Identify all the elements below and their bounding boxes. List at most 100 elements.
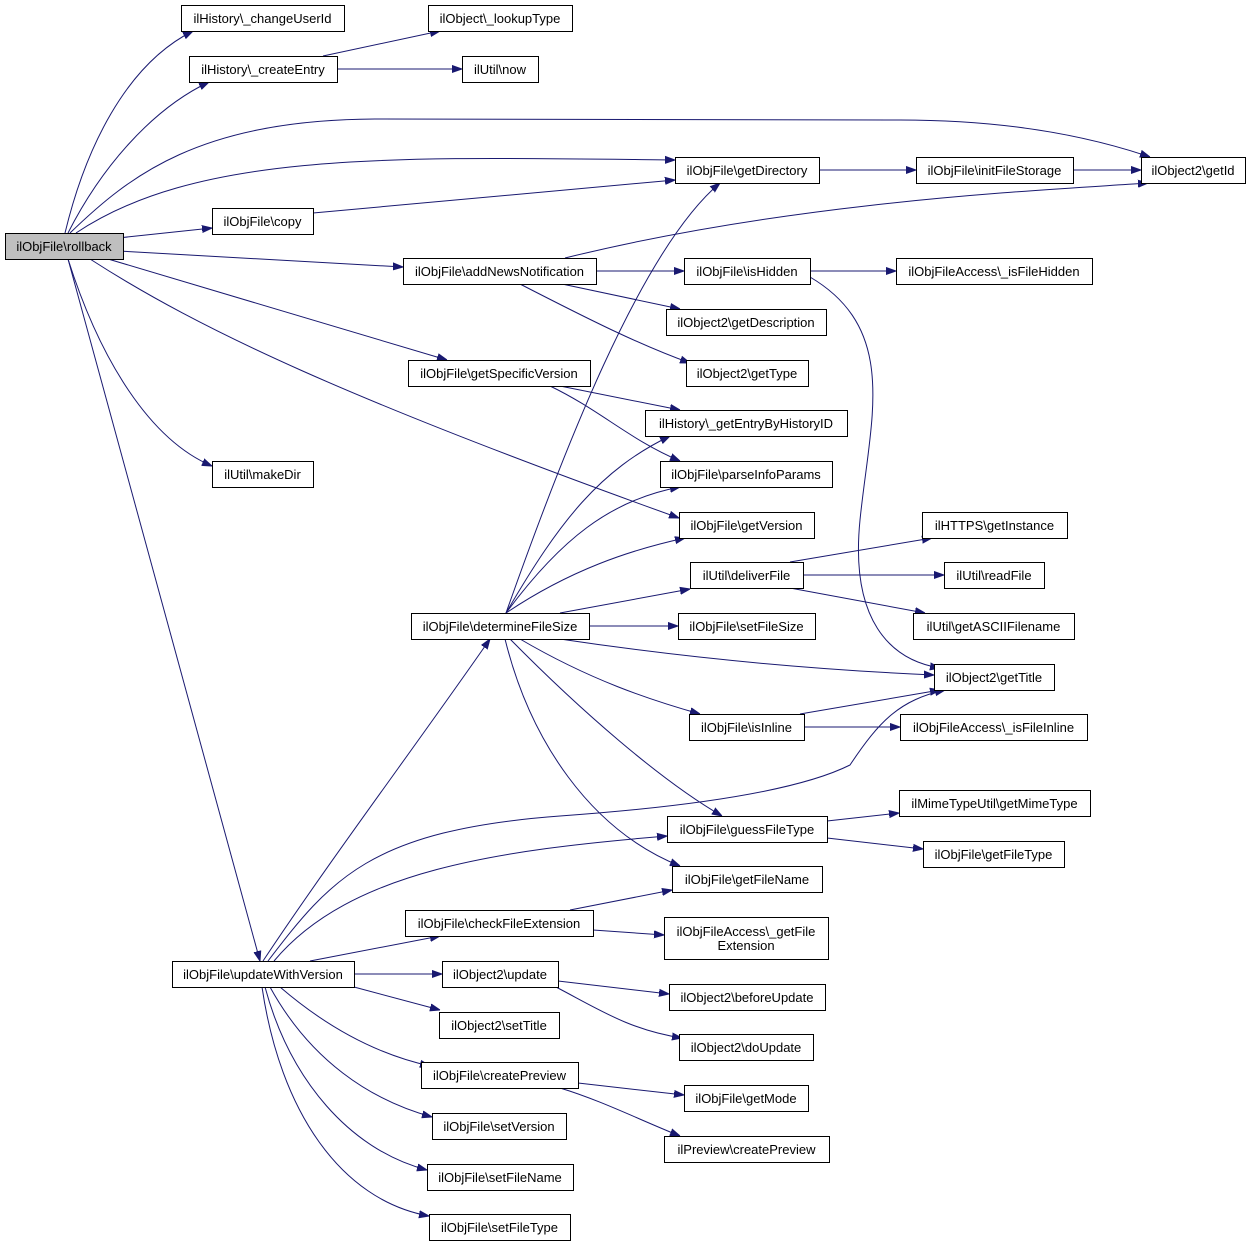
node-createEntry[interactable]: ilHistory\_createEntry (189, 56, 338, 83)
node-determineFileSize[interactable]: ilObjFile\determineFileSize (411, 613, 590, 640)
node-label: ilObjFile\getSpecificVersion (420, 366, 578, 381)
node-label: ilObjFile\getFileName (685, 872, 809, 887)
node-box (212, 461, 314, 488)
node-box (678, 613, 816, 640)
edge-addNewsNotification-to-getId (564, 183, 1148, 259)
node-label: ilObject2\getDescription (677, 315, 814, 330)
node-getMode[interactable]: ilObjFile\getMode (684, 1085, 809, 1112)
edge-updateWithVersion-to-getTitle (267, 690, 945, 962)
node-isFileInline[interactable]: ilObjFileAccess\_isFileInline (900, 714, 1088, 741)
edge-updateWithVersion-to-setFileName (264, 986, 427, 1170)
edge-rollback-to-updateWithVersion (67, 258, 260, 961)
edge-determineFileSize-to-deliverFile (559, 589, 690, 614)
node-createPreview[interactable]: ilObjFile\createPreview (421, 1062, 579, 1089)
node-label: ilObjFile\getVersion (691, 518, 803, 533)
edge-checkFileExtension-to-getFileExtension (592, 929, 664, 935)
node-readFile[interactable]: ilUtil\readFile (944, 562, 1045, 589)
node-box (916, 157, 1074, 184)
node-label: ilObjFile\isInline (701, 720, 792, 735)
node-label: ilObjFile\initFileStorage (928, 163, 1062, 178)
node-box (439, 1012, 560, 1039)
node-getFileType[interactable]: ilObjFile\getFileType (923, 841, 1065, 868)
node-box (922, 512, 1068, 539)
node-box (5, 233, 124, 260)
node-label: ilObjFile\updateWithVersion (183, 967, 343, 982)
node-parseInfoParams[interactable]: ilObjFile\parseInfoParams (660, 461, 833, 488)
node-setVersion[interactable]: ilObjFile\setVersion (432, 1113, 567, 1140)
node-getId[interactable]: ilObject2\getId (1141, 157, 1246, 184)
edge-determineFileSize-to-getTitle (559, 638, 934, 675)
node-setTitle[interactable]: ilObject2\setTitle (439, 1012, 560, 1039)
node-guessFileType[interactable]: ilObjFile\guessFileType (667, 816, 828, 843)
node-getVersion[interactable]: ilObjFile\getVersion (679, 512, 815, 539)
node-getASCIIFilename[interactable]: ilUtil\getASCIIFilename (913, 613, 1075, 640)
edge-determineFileSize-to-guessFileType (509, 638, 722, 816)
node-now[interactable]: ilUtil\now (462, 56, 539, 83)
node-label: ilObject\_lookupType (440, 11, 561, 26)
node-makeDir[interactable]: ilUtil\makeDir (212, 461, 314, 488)
node-getFileName[interactable]: ilObjFile\getFileName (672, 866, 823, 893)
node-setFileType[interactable]: ilObjFile\setFileType (429, 1214, 571, 1241)
node-getDirectory[interactable]: ilObjFile\getDirectory (675, 157, 820, 184)
edge-checkFileExtension-to-getFileName (569, 890, 672, 911)
node-lookupType[interactable]: ilObject\_lookupType (428, 5, 573, 32)
node-getInstance[interactable]: ilHTTPS\getInstance (922, 512, 1068, 539)
node-copy[interactable]: ilObjFile\copy (212, 208, 314, 235)
node-label: ilHTTPS\getInstance (935, 518, 1054, 533)
node-setFileName[interactable]: ilObjFile\setFileName (427, 1164, 574, 1191)
node-isInline[interactable]: ilObjFile\isInline (689, 714, 805, 741)
node-rollback[interactable]: ilObjFile\rollback (5, 233, 124, 260)
node-changeUserId[interactable]: ilHistory\_changeUserId (181, 5, 345, 32)
edge-update-to-beforeUpdate (557, 980, 669, 994)
edge-isHidden-to-getTitle (809, 276, 940, 668)
node-deliverFile[interactable]: ilUtil\deliverFile (690, 562, 804, 589)
edge-createPreview-to-previewCreatePreview (559, 1087, 680, 1136)
node-addNewsNotification[interactable]: ilObjFile\addNewsNotification (403, 258, 597, 285)
node-label: ilObjFile\guessFileType (680, 822, 814, 837)
node-getEntryByHistoryID[interactable]: ilHistory\_getEntryByHistoryID (645, 410, 848, 437)
node-label: ilHistory\_changeUserId (193, 11, 331, 26)
node-setFileSize[interactable]: ilObjFile\setFileSize (678, 613, 816, 640)
node-label: ilObjFileAccess\_isFileInline (913, 720, 1074, 735)
node-label: ilHistory\_getEntryByHistoryID (659, 416, 833, 431)
edge-getSpecificVersion-to-getEntryByHistoryID (559, 385, 680, 410)
edge-deliverFile-to-getASCIIFilename (789, 587, 925, 613)
edges (64, 31, 1150, 1216)
node-update[interactable]: ilObject2\update (442, 961, 559, 988)
node-label: ilUtil\now (474, 62, 527, 77)
edge-rollback-to-makeDir (67, 258, 212, 466)
node-box (432, 1113, 567, 1140)
edge-determineFileSize-to-getDirectory (505, 183, 720, 614)
node-updateWithVersion[interactable]: ilObjFile\updateWithVersion (172, 961, 355, 988)
node-box (899, 790, 1091, 817)
edge-updateWithVersion-to-setVersion (269, 986, 432, 1117)
node-label: ilObject2\getTitle (946, 670, 1042, 685)
node-box (664, 917, 829, 960)
node-getMimeType[interactable]: ilMimeTypeUtil\getMimeType (899, 790, 1091, 817)
node-getDescription[interactable]: ilObject2\getDescription (666, 309, 827, 336)
node-doUpdate[interactable]: ilObject2\doUpdate (679, 1034, 814, 1061)
node-isHidden[interactable]: ilObjFile\isHidden (684, 258, 811, 285)
edge-guessFileType-to-getFileType (826, 837, 923, 849)
edge-guessFileType-to-getMimeType (826, 813, 899, 822)
node-getSpecificVersion[interactable]: ilObjFile\getSpecificVersion (408, 360, 591, 387)
node-label: ilObject2\setTitle (451, 1018, 547, 1033)
node-beforeUpdate[interactable]: ilObject2\beforeUpdate (669, 984, 826, 1011)
node-box (645, 410, 848, 437)
edge-updateWithVersion-to-checkFileExtension (309, 936, 440, 962)
node-box (428, 5, 573, 32)
node-previewCreatePreview[interactable]: ilPreview\createPreview (664, 1136, 830, 1163)
node-box (411, 613, 590, 640)
node-box (442, 961, 559, 988)
node-box (944, 562, 1045, 589)
node-checkFileExtension[interactable]: ilObjFile\checkFileExtension (405, 910, 594, 937)
node-box (172, 961, 355, 988)
edge-getSpecificVersion-to-parseInfoParams (549, 385, 680, 461)
node-isFileHidden[interactable]: ilObjFileAccess\_isFileHidden (896, 258, 1093, 285)
node-label: ilObjFile\addNewsNotification (415, 264, 584, 279)
node-initFileStorage[interactable]: ilObjFile\initFileStorage (916, 157, 1074, 184)
node-getType[interactable]: ilObject2\getType (686, 360, 809, 387)
node-getTitle[interactable]: ilObject2\getTitle (934, 664, 1055, 691)
